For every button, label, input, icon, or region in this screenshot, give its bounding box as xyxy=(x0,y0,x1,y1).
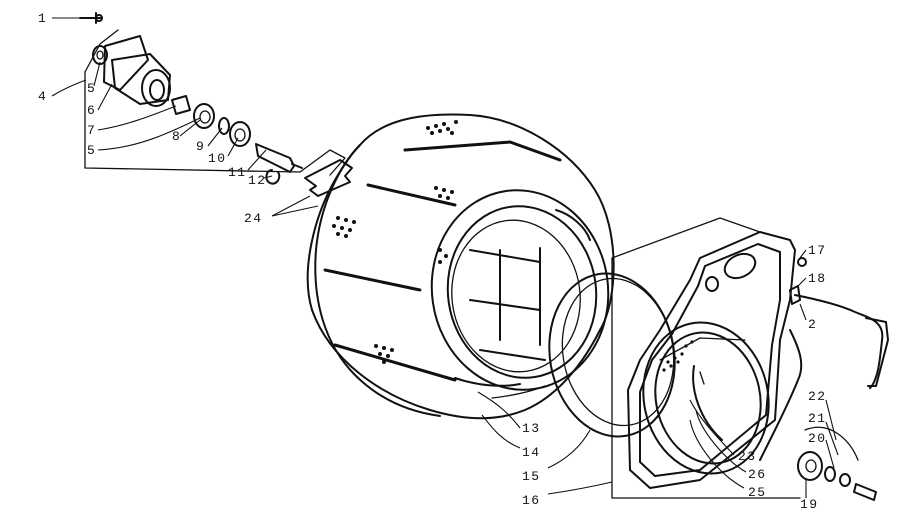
roller-bracket-outline xyxy=(804,426,859,461)
callout-10: 10 xyxy=(208,151,227,166)
bearing-part-8 xyxy=(193,103,215,129)
screw-head-part-1 xyxy=(95,14,103,22)
roller-hardware-group xyxy=(797,426,877,501)
callout-18: 18 xyxy=(808,271,827,286)
housing-bolt-left-inner xyxy=(96,50,104,60)
front-bulkhead-group xyxy=(611,217,889,499)
bushing-part-10 xyxy=(229,121,251,147)
assembly-bracket-top xyxy=(84,29,119,73)
drum-baffle-left xyxy=(366,183,457,207)
bearing-part-8-inner xyxy=(199,110,211,124)
drum-rear-rim xyxy=(314,144,441,417)
wire-harness-part-18 xyxy=(794,294,884,389)
callout-17: 17 xyxy=(808,243,827,258)
bulkhead-lint-screen-slot xyxy=(659,337,746,361)
callout-12: 12 xyxy=(248,173,267,188)
callout-5-upper: 5 xyxy=(87,81,96,96)
screw-part-17 xyxy=(797,257,807,267)
rear-seal-part-13 xyxy=(454,377,521,387)
roller-part-19 xyxy=(797,451,823,481)
drum-group xyxy=(306,113,615,420)
callout-21: 21 xyxy=(808,411,827,426)
callout-14: 14 xyxy=(522,445,541,460)
bearing-housing-bore-inner xyxy=(149,79,165,101)
callout-19: 19 xyxy=(800,497,819,512)
drum-front-opening-outer xyxy=(430,189,610,391)
callout-22: 22 xyxy=(808,389,827,404)
callout-5-lower: 5 xyxy=(87,143,96,158)
bearing-housing-body xyxy=(111,53,171,105)
callout-1: 1 xyxy=(38,11,47,26)
callout-labels: 1 4 5 6 7 5 8 9 10 11 12 24 13 14 15 16 … xyxy=(38,11,827,512)
bulkhead-panel-inner xyxy=(639,243,781,477)
washer-part-9 xyxy=(218,117,230,135)
drum-felt-part-14 xyxy=(491,385,546,399)
seal-clip-part-26 xyxy=(699,371,705,385)
callout-9: 9 xyxy=(196,139,205,154)
callout-15: 15 xyxy=(522,469,541,484)
bearing-sleeve-part-7 xyxy=(171,95,191,115)
callout-11: 11 xyxy=(228,165,247,180)
bearing-housing-bore xyxy=(141,69,171,107)
wire-clip-part-2 xyxy=(789,285,801,305)
callout-25: 25 xyxy=(748,485,767,500)
drum-perforations-bottom xyxy=(374,344,394,364)
drum-inner-slots xyxy=(499,247,541,346)
wire-harness-part-18-lower xyxy=(759,329,803,461)
roller-part-19-hub xyxy=(805,459,817,473)
drum-baffle-top xyxy=(403,140,562,162)
bulkhead-door-opening-inner xyxy=(654,331,762,465)
drum-top-clip xyxy=(555,209,591,241)
drum-perforations-left xyxy=(332,216,356,238)
screw-part-22 xyxy=(853,483,877,501)
drum-perforations-top xyxy=(426,120,458,135)
leader-lines xyxy=(51,17,839,498)
drum-front-opening-lip xyxy=(451,219,581,373)
callout-20: 20 xyxy=(808,431,827,446)
callout-4: 4 xyxy=(38,89,47,104)
callout-7: 7 xyxy=(87,123,96,138)
bulkhead-panel-outer xyxy=(627,231,796,489)
drum-baffle-low xyxy=(333,343,457,382)
drum-shaft-part-11 xyxy=(255,143,303,173)
clip-part-21 xyxy=(839,473,851,487)
drum-perforations-mid xyxy=(434,186,454,264)
bulkhead-door-opening-outer xyxy=(642,321,770,475)
callout-24: 24 xyxy=(244,211,263,226)
door-seal-part-23 xyxy=(692,365,723,441)
drum-baffle-mid xyxy=(323,268,422,292)
callout-16: 16 xyxy=(522,493,541,508)
drum-outer-shell xyxy=(306,113,615,420)
callout-8: 8 xyxy=(172,129,181,144)
front-seal-ring-inner xyxy=(561,277,675,427)
callout-23: 23 xyxy=(738,449,757,464)
wire-harness-connector xyxy=(865,317,889,387)
washer-part-20 xyxy=(824,466,836,482)
drum-inner-baffle-a xyxy=(469,249,546,361)
callout-2: 2 xyxy=(808,317,817,332)
retaining-clip-part-12 xyxy=(265,169,281,185)
drum-bracket-part-24 xyxy=(304,159,353,197)
bearing-assembly-group xyxy=(79,12,353,197)
callout-26: 26 xyxy=(748,467,767,482)
bulkhead-vent-hole xyxy=(723,252,757,280)
bulkhead-perforations xyxy=(662,340,694,372)
bushing-part-10-inner xyxy=(234,128,246,142)
bulkhead-small-hole xyxy=(705,276,719,292)
callout-13: 13 xyxy=(522,421,541,436)
callout-6: 6 xyxy=(87,103,96,118)
bulkhead-bracket-outline xyxy=(611,217,801,499)
bearing-housing-plate xyxy=(103,35,149,91)
